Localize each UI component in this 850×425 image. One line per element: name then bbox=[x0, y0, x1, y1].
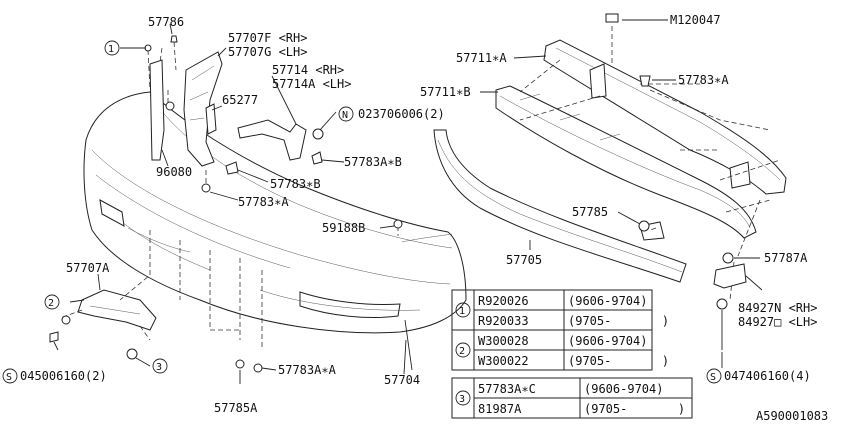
label-57711b: 57711∗B bbox=[420, 85, 471, 99]
label-045006160: 045006160(2) bbox=[20, 369, 107, 383]
marker-3: 3 bbox=[156, 362, 162, 373]
table-1-2-part-1: R920026 bbox=[478, 294, 529, 308]
bumper-cover-57704 bbox=[83, 91, 467, 371]
label-57786: 57786 bbox=[148, 15, 184, 29]
table-1-2-part-3: W300028 bbox=[478, 334, 529, 348]
table-1-2-group-1: 1 bbox=[459, 306, 465, 317]
table-1-2-period-2: (9705- ) bbox=[568, 314, 669, 328]
label-57705: 57705 bbox=[506, 253, 542, 267]
marker-1: 1 bbox=[108, 44, 114, 55]
reinforcement-57711a bbox=[543, 39, 787, 195]
absorber-57711b bbox=[495, 85, 757, 239]
clip-57783b bbox=[225, 161, 239, 175]
under-bracket-57707a bbox=[77, 289, 157, 331]
label-84927n: 84927N <RH> bbox=[738, 301, 817, 315]
label-57783a-right: 57783∗A bbox=[678, 73, 729, 87]
side-bracket-96080 bbox=[149, 59, 165, 161]
seal-65277 bbox=[205, 103, 217, 135]
table-1-2-period-1: (9606-9704) bbox=[568, 294, 647, 308]
label-047406160: 047406160(4) bbox=[724, 369, 811, 383]
label-57711a: 57711∗A bbox=[456, 51, 507, 65]
table-3-period-1: (9606-9704) bbox=[584, 382, 663, 396]
table-1-2-part-2: R920033 bbox=[478, 314, 529, 328]
leader-lines bbox=[53, 19, 763, 384]
label-57785a: 57785A bbox=[214, 401, 258, 415]
table-1-2-period-4: (9705- ) bbox=[568, 354, 669, 368]
table-3-group: 3 bbox=[459, 394, 465, 405]
fasteners-left bbox=[49, 35, 403, 373]
label-84927o: 84927□ <LH> bbox=[738, 315, 817, 329]
marker-s-left-circle bbox=[2, 368, 18, 384]
label-65277: 65277 bbox=[222, 93, 258, 107]
bracket-57714 bbox=[237, 119, 307, 161]
side-bracket-57707f bbox=[183, 51, 223, 167]
label-57707g: 57707G <LH> bbox=[228, 45, 307, 59]
parts-table-3: 3 57783A∗C (9606-9704) 81987A (9705- ) bbox=[451, 377, 693, 419]
callout-labels: 57786 57707F <RH> 57707G <LH> 57714 <RH>… bbox=[20, 13, 828, 423]
circled-markers: 1 2 3 N S S bbox=[2, 40, 722, 384]
label-57783a-left: 57783∗A bbox=[238, 195, 289, 209]
label-57714a: 57714A <LH> bbox=[272, 77, 351, 91]
label-57785: 57785 bbox=[572, 205, 608, 219]
marker-2-circle bbox=[44, 294, 60, 310]
label-57783ab: 57783A∗B bbox=[344, 155, 402, 169]
label-57783aa: 57783A∗A bbox=[278, 363, 337, 377]
marker-1-circle bbox=[104, 40, 120, 56]
marker-n-circle bbox=[338, 106, 354, 122]
table-3-period-2: (9705- ) bbox=[584, 402, 685, 416]
marker-s-right-circle bbox=[706, 368, 722, 384]
marker-s-right: S bbox=[710, 372, 716, 383]
label-57707a: 57707A bbox=[66, 261, 110, 275]
marker-s-left: S bbox=[6, 372, 12, 383]
leader-guides-right bbox=[519, 26, 781, 301]
marker-2: 2 bbox=[48, 298, 54, 309]
table-1-2-group-2: 2 bbox=[459, 346, 465, 357]
parts-table-1-2: 1 2 R920026 (9606-9704) R920033 (9705- )… bbox=[451, 289, 669, 371]
label-59188b: 59188B bbox=[322, 221, 365, 235]
label-96080: 96080 bbox=[156, 165, 192, 179]
table-1-2-part-4: W300022 bbox=[478, 354, 529, 368]
fasteners-right bbox=[605, 13, 747, 350]
label-023706006: 023706006(2) bbox=[358, 107, 445, 121]
label-57787a: 57787A bbox=[764, 251, 808, 265]
beam-57705 bbox=[433, 129, 687, 283]
marker-3-circle bbox=[152, 358, 168, 374]
table-3-part-1: 57783A∗C bbox=[478, 382, 536, 396]
table-1-2-period-3: (9606-9704) bbox=[568, 334, 647, 348]
label-57714: 57714 <RH> bbox=[272, 63, 344, 77]
label-m120047: M120047 bbox=[670, 13, 721, 27]
marker-n: N bbox=[342, 110, 348, 121]
label-57704: 57704 bbox=[384, 373, 420, 387]
label-57707f: 57707F <RH> bbox=[228, 31, 307, 45]
label-57783b: 57783∗B bbox=[270, 177, 321, 191]
reference-code: A590001083 bbox=[756, 409, 828, 423]
table-3-part-2: 81987A bbox=[478, 402, 522, 416]
